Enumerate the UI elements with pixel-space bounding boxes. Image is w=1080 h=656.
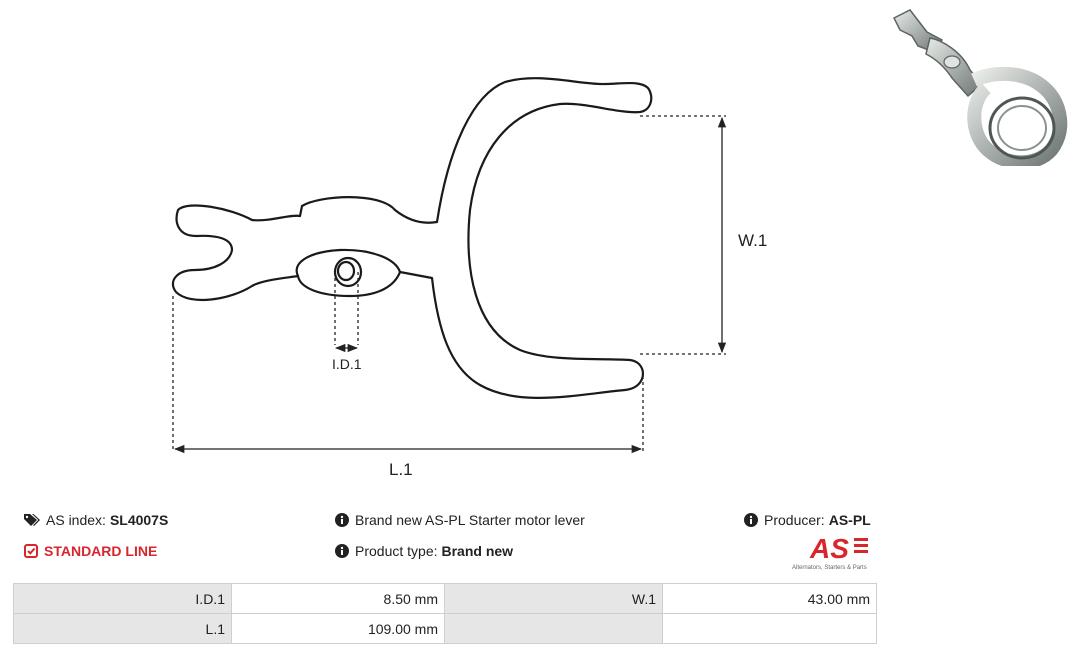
check-square-icon [24, 544, 38, 558]
dimension-label-id1: I.D.1 [332, 356, 362, 372]
svg-text:Alternators, Starters & Parts: Alternators, Starters & Parts [792, 565, 867, 571]
producer-label: Producer: [764, 512, 825, 528]
dimension-label-w1: W.1 [738, 231, 767, 250]
dimension-label-l1: L.1 [389, 460, 413, 479]
spec-label: W.1 [444, 583, 663, 614]
spec-value: 43.00 mm [662, 583, 877, 614]
lever-boss [295, 248, 402, 277]
spec-value [662, 613, 877, 644]
svg-text:AS: AS [809, 533, 849, 564]
table-row: I.D.1 8.50 mm W.1 43.00 mm [13, 583, 877, 614]
as-index-info: AS index: SL4007S [24, 512, 168, 528]
lever-outline [171, 77, 653, 399]
technical-drawing: W.1 L.1 I.D.1 [171, 77, 767, 479]
standard-line-badge: STANDARD LINE [24, 543, 157, 559]
spec-label: I.D.1 [13, 583, 232, 614]
spec-label [444, 613, 663, 644]
tags-icon [24, 513, 40, 527]
specs-table: I.D.1 8.50 mm W.1 43.00 mm L.1 109.00 mm [13, 583, 877, 644]
spec-value: 109.00 mm [231, 613, 445, 644]
standard-line-label: STANDARD LINE [44, 543, 158, 559]
description-info: Brand new AS-PL Starter motor lever [335, 512, 585, 528]
producer-value: AS-PL [828, 512, 871, 528]
info-circle-icon [335, 513, 349, 527]
product-type-label: Product type: [355, 543, 438, 559]
producer-info: Producer: AS-PL [744, 512, 871, 528]
as-index-label: AS index: [46, 512, 106, 528]
description-text: Brand new AS-PL Starter motor lever [355, 512, 585, 528]
product-photo [892, 9, 1068, 166]
info-circle-icon [744, 513, 758, 527]
product-type-value: Brand new [441, 543, 514, 559]
as-pl-logo: AS Alternators, Starters & Parts [792, 533, 868, 571]
spec-label: L.1 [13, 613, 232, 644]
hole-inner [336, 260, 356, 282]
as-index-value: SL4007S [109, 512, 169, 528]
spec-value: 8.50 mm [231, 583, 445, 614]
product-type-info: Product type: Brand new [335, 543, 513, 559]
table-row: L.1 109.00 mm [13, 613, 877, 644]
info-circle-icon [335, 544, 349, 558]
